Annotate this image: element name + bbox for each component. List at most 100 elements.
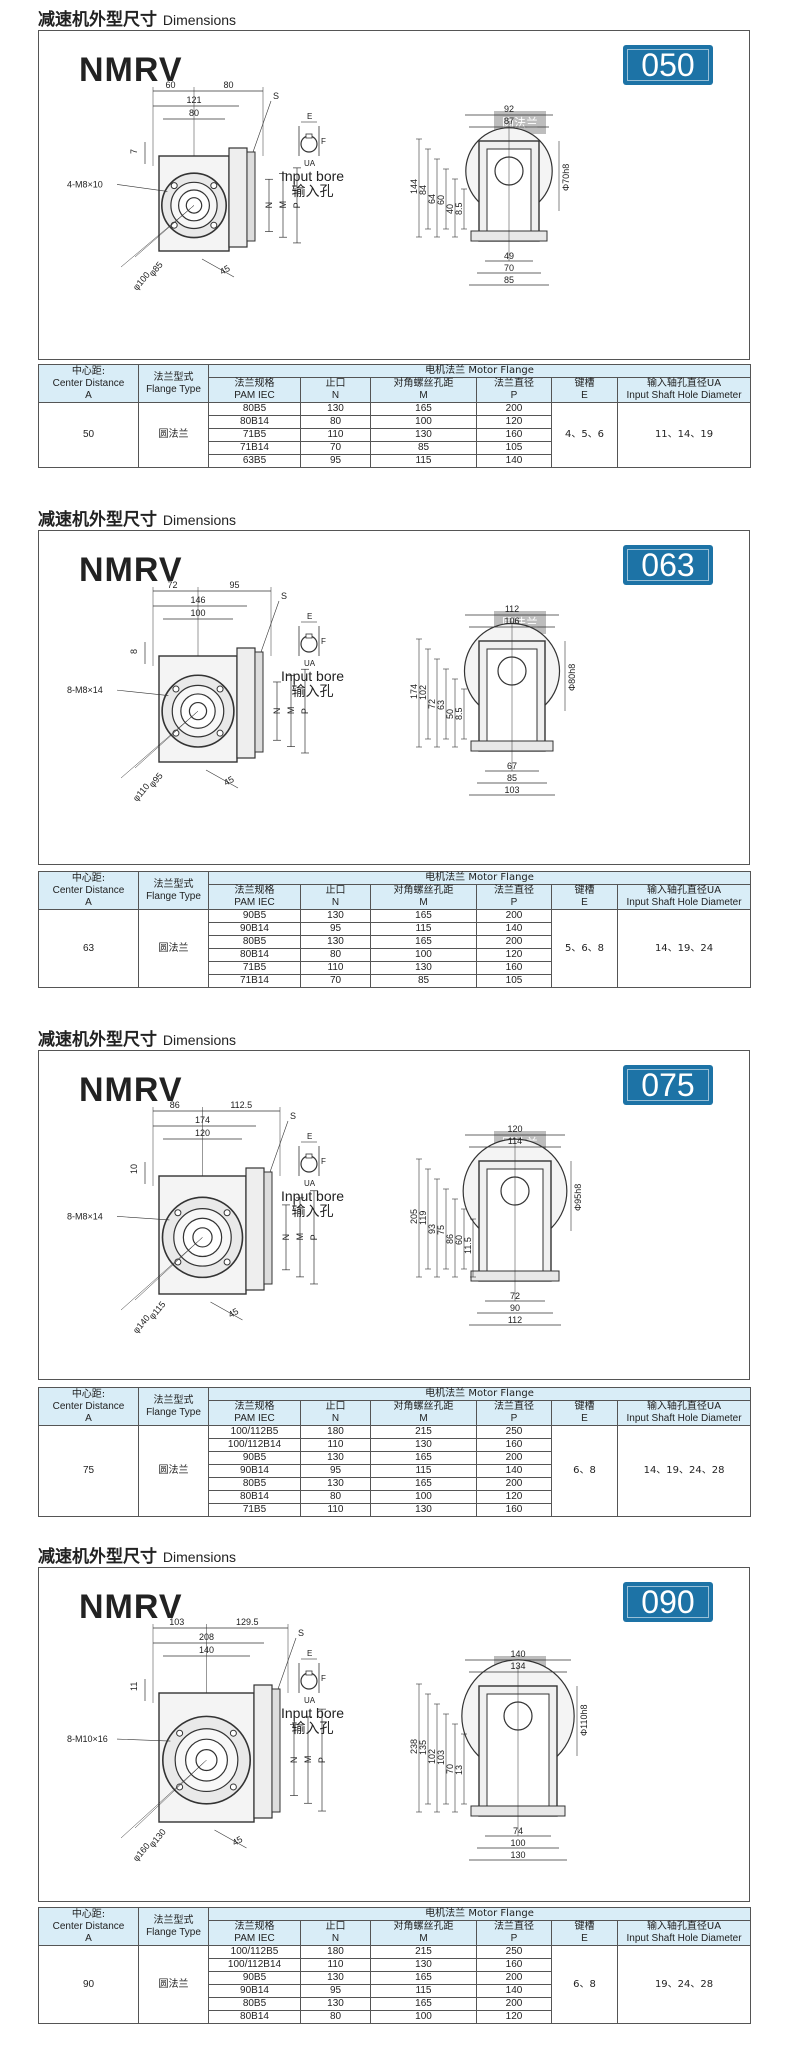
header-spec-cn: 法兰规格 [234,378,275,389]
cell-spec: 80B14 [208,415,301,429]
header-m-en: M [419,897,428,908]
cell-spec: 80B14 [208,1490,301,1504]
dim-ua: UA [304,1696,316,1705]
cell-m: 215 [370,1945,477,1959]
header-spec-en: PAM IEC [234,390,275,401]
cell-m: 165 [370,1997,477,2011]
cell-center-distance: 63 [38,909,139,988]
header-m-en: M [419,1933,428,1944]
model-code-badge: 050 [623,45,713,85]
header-ua-cn: 输入轴孔直径UA [646,885,722,896]
dim-f: F [321,1157,326,1166]
input-bore-en: Input bore [281,1188,345,1204]
cell-keyway-e: 4、5、6 [551,402,618,468]
dim-side-bottom-3: 85 [504,275,514,285]
cell-m: 115 [370,454,477,468]
cell-m: 115 [370,1984,477,1998]
dim-side-v-4: 70 [445,1764,455,1774]
dim-side-v-0: 205 [409,1209,419,1224]
dim-side-v-2: 72 [427,699,437,709]
header-p-cn: 法兰直径 [494,885,534,896]
cell-spec: 90B5 [208,1971,301,1985]
header-n-cn: 止口 [325,1401,346,1412]
header-spec-cn: 法兰规格 [234,885,275,896]
cell-m: 130 [370,428,477,442]
cell-n: 130 [300,1451,371,1465]
cell-spec: 71B5 [208,1503,301,1517]
dim-n: N [281,1234,291,1241]
header-center-en: Center Distance [52,1920,125,1932]
cell-flange-type: 圆法兰 [138,909,209,988]
cell-keyway-e: 6、8 [551,1425,618,1517]
cell-m: 100 [370,948,477,962]
dim-side-v-0: 174 [409,684,419,699]
dim-ua: UA [304,159,316,168]
header-spec-cn: 法兰规格 [234,1401,275,1412]
cell-ua: 14、19、24、28 [616,1425,752,1517]
cell-n: 80 [300,1490,371,1504]
header-m-cn: 对角螺丝孔距 [393,1401,454,1412]
dim-n: N [289,1757,299,1764]
cell-m: 165 [370,935,477,949]
cell-spec: 71B14 [208,441,301,455]
dim-top-2: 95 [229,580,239,590]
header-n-cn: 止口 [325,378,346,389]
header-m-cn: 对角螺丝孔距 [393,1921,454,1932]
cell-spec: 80B5 [208,1477,301,1491]
cell-n: 70 [300,974,371,988]
cell-keyway-e: 6、8 [551,1945,618,2024]
cell-n: 80 [300,948,371,962]
dim-top-2: 112.5 [230,1100,252,1110]
cell-p: 140 [476,1464,552,1478]
cell-m: 100 [370,415,477,429]
dim-side-top-2: 87 [504,116,514,126]
model-name: NMRV [79,51,183,89]
input-bore-cn: 输入孔 [291,1720,334,1736]
cell-center-distance: 90 [38,1945,139,2024]
dim-angle: 45 [231,1834,245,1848]
header-p-en: P [510,1933,518,1944]
header-p-en: P [510,897,518,908]
cell-n: 110 [300,1958,371,1972]
header-e-en: E [581,1933,588,1944]
dim-side-v-4: 86 [445,1234,455,1244]
cell-m: 100 [370,2010,477,2024]
dim-top-4: 120 [195,1128,210,1138]
cell-m: 165 [370,1451,477,1465]
dim-side-bottom-2: 100 [510,1838,525,1848]
header-flange-type-cn: 法兰型式 [153,878,194,890]
section-title-en: Dimensions [162,1549,237,1565]
header-spec-en: PAM IEC [234,1933,275,1944]
model-code-badge: 075 [623,1065,713,1105]
dim-angle: 45 [227,1306,241,1320]
dim-side-v-3: 60 [436,195,446,205]
header-flange-type-cn: 法兰型式 [153,1394,194,1406]
drawing-panel: NMRV090圆法兰103129.5208140SNMP118-M10×16φ1… [38,1567,750,1902]
dim-p: P [317,1757,327,1763]
cell-p: 250 [476,1945,552,1959]
dim-top-1: 86 [170,1100,180,1110]
cell-spec: 90B14 [208,1464,301,1478]
dim-n: N [272,708,282,715]
dim-top-4: 140 [199,1645,214,1655]
dim-shaft-dia: Φ70h8 [561,164,571,191]
